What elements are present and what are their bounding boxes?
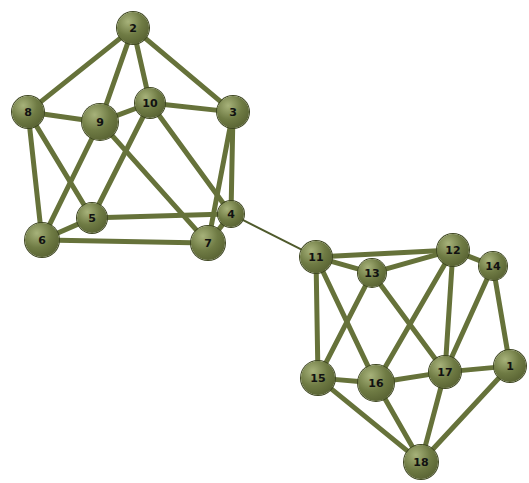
atom-sphere: 17 xyxy=(429,356,461,388)
bond-line xyxy=(460,367,495,370)
atom-number: 17 xyxy=(437,367,452,378)
bond-line xyxy=(451,278,487,358)
atom-sphere: 7 xyxy=(191,226,225,260)
bond-line xyxy=(393,374,430,380)
bond-line xyxy=(136,43,147,90)
atom-sphere: 15 xyxy=(301,361,335,395)
atom-number: 7 xyxy=(204,238,212,249)
atom-number: 11 xyxy=(308,252,323,263)
bond-line xyxy=(425,386,441,446)
bond-line xyxy=(116,108,137,116)
bond-line xyxy=(164,105,218,111)
atom-number: 10 xyxy=(142,98,157,109)
atom-sphere: 14 xyxy=(479,252,507,280)
bond-line xyxy=(106,42,128,106)
atom-sphere: 3 xyxy=(217,96,249,128)
atom-number: 18 xyxy=(413,457,428,468)
atom-sphere: 2 xyxy=(117,12,149,44)
bond-line xyxy=(43,114,83,120)
atom-sphere: 4 xyxy=(218,201,244,227)
bond-line xyxy=(385,263,446,368)
atom-number: 2 xyxy=(129,23,137,34)
bond-line xyxy=(57,224,80,234)
bond-line xyxy=(231,127,232,202)
atom-sphere: 9 xyxy=(82,104,118,140)
bond-line xyxy=(322,271,368,368)
atom-number: 16 xyxy=(368,378,383,389)
atom-number: 14 xyxy=(485,261,500,272)
atom-sphere: 5 xyxy=(77,203,107,233)
bond-line xyxy=(106,214,219,217)
atom-sphere: 10 xyxy=(135,88,165,118)
atom-sphere: 6 xyxy=(25,223,59,257)
atom-sphere: 11 xyxy=(300,241,332,273)
atom-number: 3 xyxy=(229,107,237,118)
atom-sphere: 8 xyxy=(12,96,44,128)
bond-line xyxy=(330,261,359,269)
atom-sphere: 13 xyxy=(358,259,386,287)
atom-sphere: 12 xyxy=(437,234,469,266)
atom-number: 4 xyxy=(227,209,235,220)
bond-line xyxy=(30,127,41,224)
bond-line xyxy=(331,251,438,256)
bond-line xyxy=(325,285,366,364)
bond-line xyxy=(316,272,317,362)
atom-sphere: 16 xyxy=(358,365,394,401)
atom-number: 5 xyxy=(88,213,96,224)
atom-number: 15 xyxy=(310,373,325,384)
atom-number: 9 xyxy=(96,117,104,128)
atom-sphere: 1 xyxy=(494,350,526,382)
atom-number: 6 xyxy=(38,235,46,246)
atom-sphere: 18 xyxy=(404,445,438,479)
atom-number: 8 xyxy=(24,107,32,118)
atom-number: 13 xyxy=(364,268,379,279)
bond-line xyxy=(242,219,303,250)
bond-line xyxy=(385,254,439,269)
bond-line xyxy=(384,398,413,448)
bond-line xyxy=(495,279,507,351)
bond-line xyxy=(334,379,359,381)
atom-number: 1 xyxy=(506,361,514,372)
atom-number: 12 xyxy=(445,245,460,256)
bond-line xyxy=(158,114,224,204)
bond-line xyxy=(432,377,500,450)
bond-line xyxy=(446,265,452,357)
bond-line xyxy=(58,240,192,242)
